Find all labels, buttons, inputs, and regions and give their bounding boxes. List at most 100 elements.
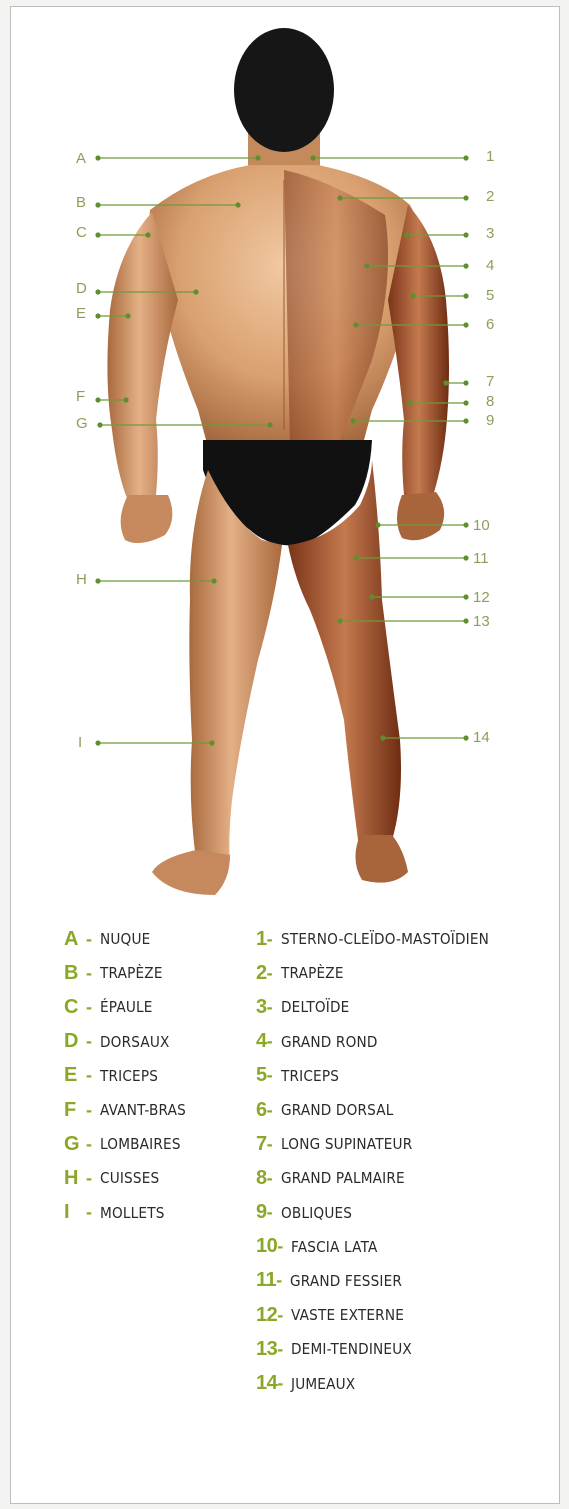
legend-muscle-name: LONG SUPINATEUR [281,1135,412,1153]
callout-a: A [76,150,86,167]
legend-separator: - [267,1168,273,1189]
legend-muscle-name: MOLLETS [100,1204,165,1222]
callout-g: G [76,415,88,432]
legend-key: 5 [256,1064,267,1087]
legend-separator: - [86,1168,92,1189]
legend-muscle-name: CUISSES [100,1169,159,1187]
legend-row: 13-DEMI-TENDINEUX [256,1332,517,1366]
callout-h: H [76,571,87,588]
legend-key: 13 [256,1338,277,1361]
legend-separator: - [267,1134,273,1155]
legend-key: C [64,996,86,1019]
legend-row: E-TRICEPS [64,1059,198,1093]
callout-14: 14 [473,729,490,746]
callout-3: 3 [486,225,494,242]
legend-muscle-name: NUQUE [100,930,150,948]
legend-separator: - [267,1065,273,1086]
callout-d: D [76,280,87,297]
legend-muscle-name: STERNO-CLEÏDO-MASTOÏDIEN [281,930,489,948]
legend-row: 6-GRAND DORSAL [256,1093,517,1127]
callouts-right: 1 2 3 4 5 6 7 8 9 10 11 12 13 14 [473,148,494,746]
legend-separator: - [86,1100,92,1121]
legend-key: 4 [256,1030,267,1053]
legend-row: 12-VASTE EXTERNE [256,1298,517,1332]
legend-key: 3 [256,996,267,1019]
callout-11: 11 [473,550,489,567]
legend-row: 2-TRAPÈZE [256,956,517,990]
callout-5: 5 [486,287,494,304]
legend-key: 2 [256,962,267,985]
legend-row: F-AVANT-BRAS [64,1093,198,1127]
legend-key: 7 [256,1133,267,1156]
legend-separator: - [86,1031,92,1052]
legend-row: I-MOLLETS [64,1196,198,1230]
legend-row: 10-FASCIA LATA [256,1230,517,1264]
legend-key: 8 [256,1167,267,1190]
legend-key: G [64,1133,86,1156]
legend-key: 12 [256,1304,277,1327]
legend-separator: - [277,1373,283,1394]
legend-key: 11 [256,1269,276,1292]
legend-muscle-name: TRICEPS [100,1067,158,1085]
legend-muscle-name: GRAND FESSIER [290,1272,402,1290]
callout-9: 9 [486,412,494,429]
legend-muscle-name: TRAPÈZE [281,964,344,982]
legend-letters: A-NUQUE B-TRAPÈZE C-ÉPAULE D-DORSAUX E-T… [64,922,198,1230]
legend-separator: - [277,1236,283,1257]
callout-4: 4 [486,257,494,274]
legend-separator: - [86,997,92,1018]
legend-muscle-name: FASCIA LATA [291,1238,378,1256]
legend-row: G-LOMBAIRES [64,1127,198,1161]
legend-row: 9-OBLIQUES [256,1196,517,1230]
legend-row: 8-GRAND PALMAIRE [256,1161,517,1195]
callout-b: B [76,194,86,211]
callout-e: E [76,305,86,322]
legend-muscle-name: DEMI-TENDINEUX [291,1340,412,1358]
legend-row: 4-GRAND ROND [256,1025,517,1059]
legend-separator: - [267,1031,273,1052]
legend-key: 14 [256,1372,277,1395]
legend-row: 1-STERNO-CLEÏDO-MASTOÏDIEN [256,922,517,956]
legend-row: A-NUQUE [64,922,198,956]
legend-key: D [64,1030,86,1053]
callout-7: 7 [486,373,494,390]
callouts-left: A B C D E F G H I [76,150,88,751]
legend-separator: - [86,1134,92,1155]
legend-muscle-name: DELTOÏDE [281,998,349,1016]
legend-separator: - [277,1305,283,1326]
legend-muscle-name: GRAND ROND [281,1033,378,1051]
legend-separator: - [267,963,273,984]
legend-key: 1 [256,928,267,951]
legend-row: C-ÉPAULE [64,990,198,1024]
legend-separator: - [276,1270,282,1291]
legend-key: I [64,1201,86,1224]
legend-separator: - [277,1339,283,1360]
callout-2: 2 [486,188,494,205]
legend-muscle-name: TRICEPS [281,1067,339,1085]
callout-13: 13 [473,613,490,630]
callout-10: 10 [473,517,490,534]
legend-muscle-name: VASTE EXTERNE [291,1306,404,1324]
legend-row: 5-TRICEPS [256,1059,517,1093]
legend-separator: - [267,929,273,950]
legend-separator: - [86,929,92,950]
legend-muscle-name: OBLIQUES [281,1204,352,1222]
legend-muscle-name: GRAND PALMAIRE [281,1169,405,1187]
callout-8: 8 [486,393,494,410]
legend-key: E [64,1064,86,1087]
legend-muscle-name: LOMBAIRES [100,1135,181,1153]
legend-row: 7-LONG SUPINATEUR [256,1127,517,1161]
callout-i: I [78,734,82,751]
legend-numbers: 1-STERNO-CLEÏDO-MASTOÏDIEN 2-TRAPÈZE 3-D… [256,922,517,1401]
legend-separator: - [86,963,92,984]
callout-1: 1 [486,148,494,165]
legend-muscle-name: GRAND DORSAL [281,1101,394,1119]
callout-f: F [76,388,85,405]
legend-key: F [64,1099,86,1122]
legend-key: 10 [256,1235,277,1258]
legend-row: D-DORSAUX [64,1025,198,1059]
legend-key: H [64,1167,86,1190]
torso [149,165,421,455]
legend-muscle-name: JUMEAUX [291,1375,355,1393]
legend-row: H-CUISSES [64,1161,198,1195]
